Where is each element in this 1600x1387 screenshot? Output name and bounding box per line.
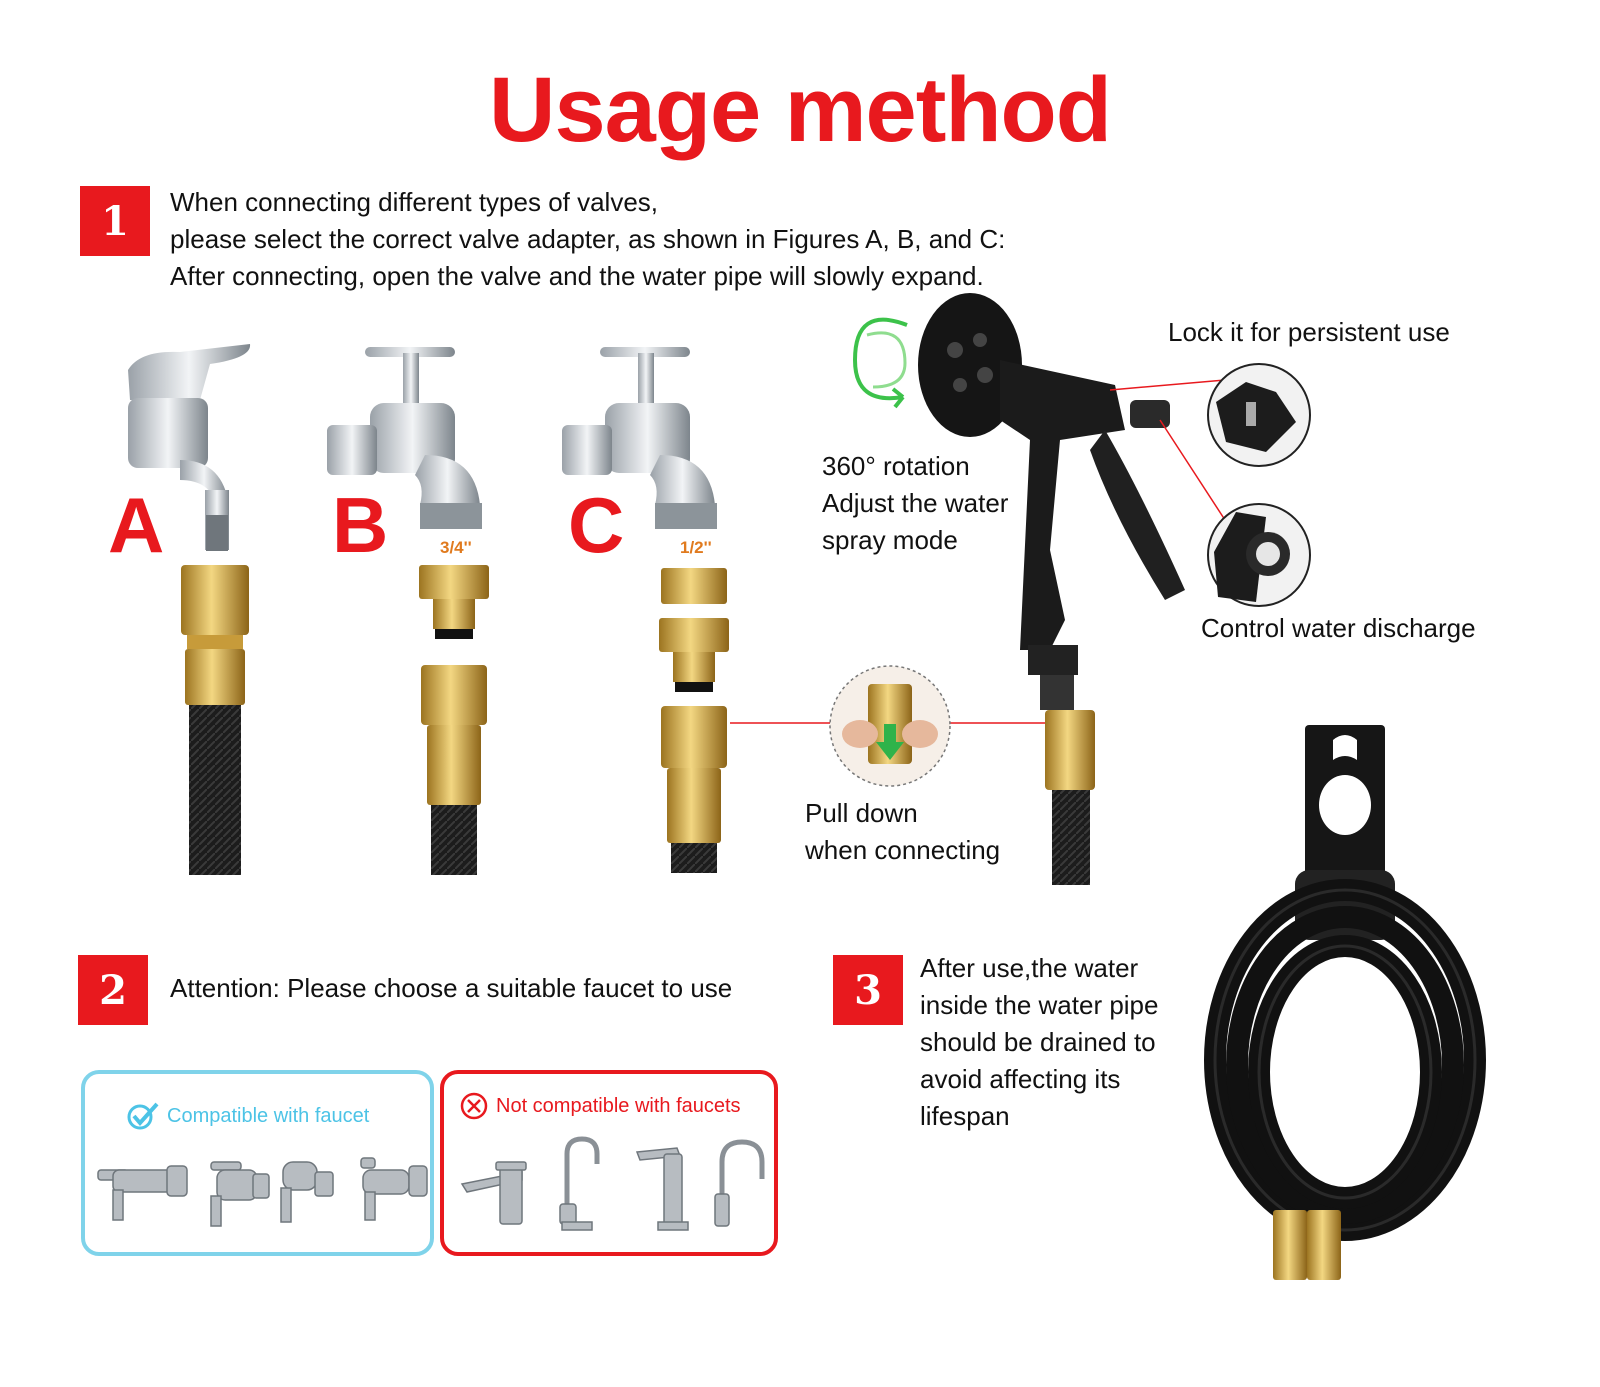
step-3-badge: 3 (833, 955, 903, 1025)
faucet-b-size-label: 3/4'' (440, 538, 472, 557)
step-3-text: After use,the water inside the water pip… (920, 950, 1200, 1135)
faucet-c-size-label: 1/2'' (680, 538, 712, 557)
not-compatible-faucets-panel: Not compatible with faucets (440, 1070, 778, 1256)
pull-down-line-1: Pull down (805, 798, 918, 828)
step-2-text: Attention: Please choose a suitable fauc… (170, 973, 733, 1003)
hose-a-image (181, 565, 249, 875)
step-3-line-4: avoid affecting its (920, 1064, 1121, 1094)
faucet-c-image (562, 347, 717, 529)
rotation-arrows-icon (852, 317, 908, 409)
cross-icon (460, 1092, 488, 1120)
rotation-label: 360° rotation Adjust the water spray mod… (822, 448, 1008, 559)
step-1-line-2: please select the correct valve adapter,… (170, 224, 1006, 254)
rotation-line-1: 360° rotation (822, 451, 970, 481)
faucet-b-letter: B (332, 481, 389, 569)
hose-b-image (419, 565, 489, 875)
control-label: Control water discharge (1201, 613, 1476, 643)
step-3-line-3: should be drained to (920, 1027, 1156, 1057)
faucet-a-image (128, 344, 251, 551)
step-3-line-2: inside the water pipe (920, 990, 1159, 1020)
compatible-faucet-icons (97, 1157, 428, 1227)
pull-down-connector-lines (730, 722, 1060, 724)
callout-lines (1109, 379, 1226, 521)
faucet-a-letter: A (108, 481, 165, 569)
step-1-line-1: When connecting different types of valve… (170, 187, 659, 217)
compatible-label: Compatible with faucet (167, 1104, 370, 1127)
coiled-hose-on-hanger-image (1204, 725, 1486, 1280)
faucet-b-image (327, 347, 482, 529)
not-compatible-label: Not compatible with faucets (496, 1094, 741, 1117)
compatible-header: Compatible with faucet (127, 1102, 369, 1130)
page-title: Usage method (489, 59, 1112, 161)
compatible-faucets-panel: Compatible with faucet (81, 1070, 434, 1256)
pull-down-line-2: when connecting (805, 835, 1001, 865)
step-1-badge: 1 (80, 186, 150, 256)
spray-nozzle-image (918, 293, 1185, 885)
lock-label: Lock it for persistent use (1168, 317, 1450, 347)
hose-c-image (659, 568, 729, 873)
pull-down-label: Pull down when connecting (805, 795, 1000, 869)
step-2-badge: 2 (78, 955, 148, 1025)
lock-detail-image (1207, 363, 1311, 467)
rotation-line-3: spray mode (822, 525, 958, 555)
faucet-c-letter: C (568, 481, 625, 569)
step-1-text: When connecting different types of valve… (170, 184, 1070, 295)
not-compatible-faucet-icons (460, 1136, 765, 1231)
check-icon (127, 1102, 159, 1130)
pull-down-detail-image (829, 665, 951, 787)
not-compatible-header: Not compatible with faucets (460, 1092, 741, 1120)
control-detail-image (1207, 503, 1311, 607)
step-3-line-1: After use,the water (920, 953, 1139, 983)
step-1-line-3: After connecting, open the valve and the… (170, 261, 984, 291)
step-3-line-5: lifespan (920, 1101, 1010, 1131)
rotation-line-2: Adjust the water (822, 488, 1009, 518)
